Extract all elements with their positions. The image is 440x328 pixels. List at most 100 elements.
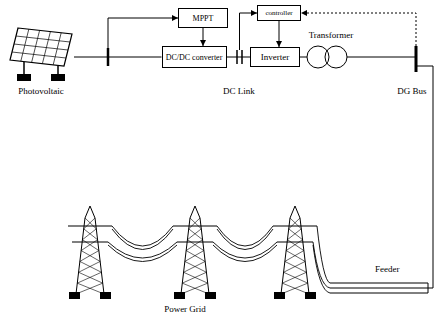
- bus-node: DG Bus: [392, 44, 432, 97]
- tower-lattice: [82, 240, 98, 251]
- bus-bar: [415, 46, 418, 72]
- process-box: controller: [257, 5, 301, 21]
- tower-lattice: [184, 261, 206, 272]
- feeder-label: Feeder: [374, 264, 401, 275]
- tower-peak: [85, 206, 95, 218]
- tower-lattice: [284, 261, 306, 272]
- power-cable: [108, 245, 177, 262]
- panel-grid: [14, 44, 68, 50]
- tower-lattice: [186, 240, 202, 251]
- symbol-figure: [40, 198, 330, 304]
- node-label: Power Grid: [40, 304, 330, 315]
- tower-lattice: [84, 218, 95, 229]
- power-cable: [217, 226, 273, 246]
- power-cable: [313, 245, 330, 293]
- panel-foot: [51, 74, 65, 81]
- tower-leg: [95, 218, 104, 294]
- tower-lattice: [182, 283, 209, 294]
- tower-lattice: [286, 240, 302, 251]
- tower-foot: [100, 292, 111, 299]
- node-label: Transformer: [306, 30, 356, 41]
- tower-lattice: [186, 251, 205, 262]
- tower-foot: [69, 292, 80, 299]
- tower-lattice: [79, 261, 101, 272]
- pv-array: Photovoltaic: [8, 26, 74, 97]
- tower-leg: [181, 218, 190, 294]
- tower-leg: [200, 218, 209, 294]
- connector: [279, 21, 280, 47]
- tower-lattice: [77, 272, 101, 283]
- power-cable: [108, 242, 177, 258]
- tower-lattice: [85, 218, 96, 229]
- tower-lattice: [76, 283, 103, 294]
- process-box: Inverter: [250, 47, 300, 67]
- tower-crossarm: [72, 241, 108, 242]
- connector: [74, 57, 162, 58]
- panel-foot: [17, 74, 31, 81]
- symbol-figure: [306, 41, 356, 73]
- tower-lattice: [285, 261, 307, 272]
- tower-lattice: [84, 229, 98, 240]
- tower-peak: [290, 206, 300, 218]
- node-label: Inverter: [261, 52, 289, 63]
- symbol-figure: [392, 44, 432, 74]
- tower-lattice: [182, 272, 206, 283]
- connector: [347, 57, 416, 58]
- tower-lattice: [81, 251, 100, 262]
- connector: [227, 57, 251, 58]
- tower-lattice: [187, 240, 203, 251]
- tower-lattice: [289, 218, 300, 229]
- node-label: MPPT: [193, 13, 214, 24]
- process-box: DC/DC converter: [162, 46, 227, 68]
- tower-foot: [305, 292, 316, 299]
- tower-lattice: [181, 283, 208, 294]
- transformer-winding: [307, 46, 329, 68]
- tower-lattice: [189, 229, 203, 240]
- tower-lattice: [185, 261, 207, 272]
- tower-lattice: [189, 218, 200, 229]
- tower-lattice: [81, 240, 97, 251]
- connector: [300, 57, 307, 58]
- tower-lattice: [281, 283, 308, 294]
- connector: [203, 28, 204, 46]
- transformer-symbol: Transformer: [306, 30, 356, 73]
- panel-leg: [23, 62, 25, 76]
- feeder-conductor: [330, 293, 428, 294]
- tower-leg: [76, 218, 85, 294]
- connector: [330, 66, 433, 288]
- node-label: controller: [265, 8, 292, 19]
- tower-lattice: [79, 272, 103, 283]
- tower-lattice: [289, 229, 303, 240]
- panel-grid: [12, 52, 66, 58]
- power-cable: [112, 226, 173, 246]
- tower-crossarm: [177, 241, 213, 242]
- node-label: DG Bus: [392, 86, 432, 97]
- power-cable: [213, 245, 277, 262]
- tower-lattice: [187, 229, 201, 240]
- node-label: DC/DC converter: [166, 52, 223, 63]
- tower-lattice: [184, 272, 208, 283]
- tower-lattice: [282, 283, 309, 294]
- power-cable: [313, 242, 330, 288]
- panel-grid: [16, 36, 70, 42]
- power-cable: [112, 229, 173, 250]
- tower-lattice: [80, 261, 102, 272]
- solar-panel: [10, 28, 72, 66]
- tower-lattice: [82, 229, 96, 240]
- tower-peak: [190, 206, 200, 218]
- tower-lattice: [287, 229, 301, 240]
- tower-leg: [300, 218, 309, 294]
- tower-lattice: [290, 218, 301, 229]
- dc-link-label: DC Link: [222, 86, 256, 97]
- tower-crossarm: [277, 241, 313, 242]
- control-signal-wire: [240, 13, 258, 50]
- tower-crossarm: [68, 225, 112, 226]
- tower-lattice: [285, 251, 304, 262]
- transformer-winding: [325, 46, 347, 68]
- symbol-figure: [8, 26, 74, 82]
- power-cable: [217, 229, 273, 250]
- node-label: Photovoltaic: [8, 86, 74, 97]
- connector: [301, 13, 416, 46]
- tower-lattice: [77, 283, 104, 294]
